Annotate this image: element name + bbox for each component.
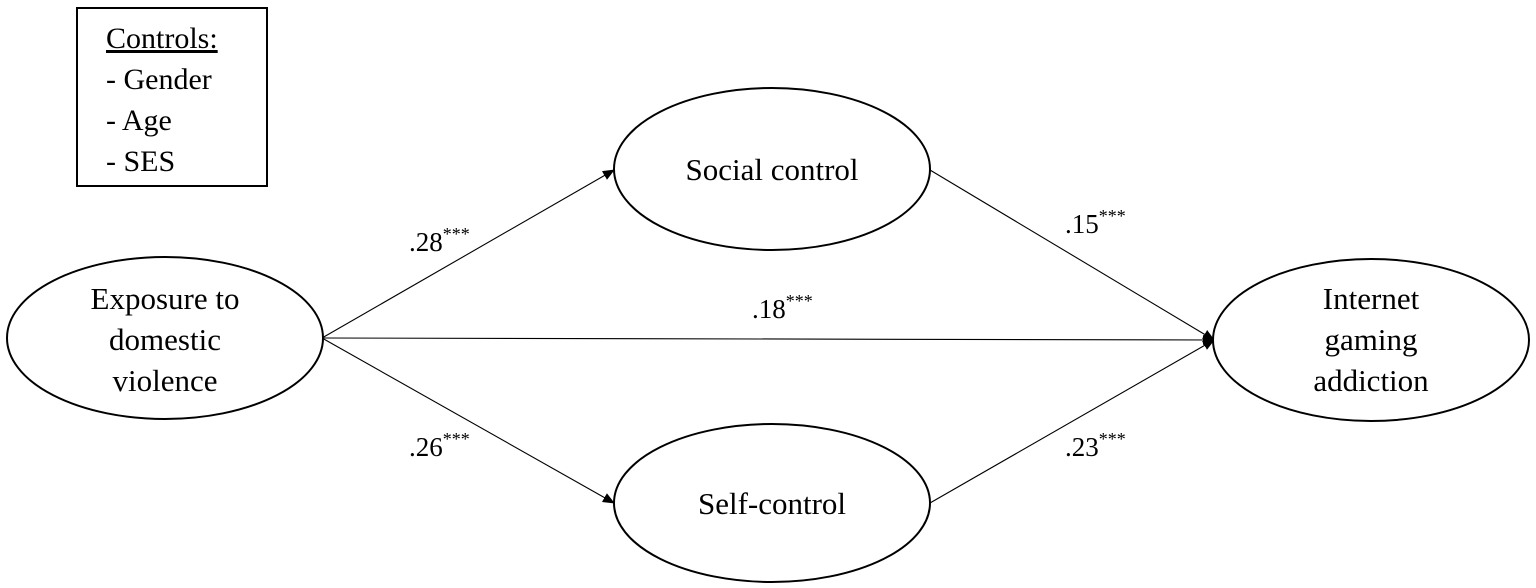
coef-self-to-outcome: .23*** xyxy=(1065,429,1126,462)
node-outcome: Internet gaming addiction xyxy=(1212,258,1530,422)
control-item-age: - Age xyxy=(106,104,172,137)
path-self-to-outcome xyxy=(929,339,1215,504)
node-social-control-label: Social control xyxy=(685,152,858,187)
node-outcome-line-2: gaming xyxy=(1325,322,1418,357)
coef-exposure-to-outcome: .18*** xyxy=(752,291,813,324)
node-social-control: Social control xyxy=(613,87,931,251)
path-social-to-outcome xyxy=(929,169,1215,341)
coef-exposure-to-self: .26*** xyxy=(409,429,470,462)
coef-significance: *** xyxy=(1099,429,1126,449)
node-self-control: Self-control xyxy=(613,423,931,583)
node-exposure-line-2: domestic xyxy=(109,322,221,357)
controls-title: Controls: xyxy=(106,22,218,55)
node-outcome-line-1: Internet xyxy=(1323,281,1420,316)
node-exposure-line-1: Exposure to xyxy=(91,281,240,316)
control-item-gender: - Gender xyxy=(106,63,212,96)
node-self-control-label: Self-control xyxy=(698,486,846,521)
node-outcome-line-3: addiction xyxy=(1313,363,1429,398)
controls-box: Controls: - Gender - Age - SES xyxy=(76,7,268,187)
node-exposure-line-3: violence xyxy=(112,363,217,398)
coef-exposure-to-social: .28*** xyxy=(409,224,470,257)
coef-significance: *** xyxy=(1099,206,1126,226)
coef-value: .23 xyxy=(1065,432,1099,462)
coef-social-to-outcome: .15*** xyxy=(1065,206,1126,239)
coef-value: .28 xyxy=(409,227,443,257)
coef-value: .26 xyxy=(409,432,443,462)
coef-value: .18 xyxy=(752,294,786,324)
node-exposure: Exposure to domestic violence xyxy=(6,256,324,420)
control-item-ses: - SES xyxy=(106,145,175,178)
path-exposure-to-self xyxy=(321,337,615,504)
coef-significance: *** xyxy=(443,429,470,449)
coef-significance: *** xyxy=(786,291,813,311)
path-exposure-to-social xyxy=(321,169,615,339)
path-exposure-to-outcome xyxy=(321,334,1215,345)
coef-value: .15 xyxy=(1065,209,1099,239)
coef-significance: *** xyxy=(443,224,470,244)
